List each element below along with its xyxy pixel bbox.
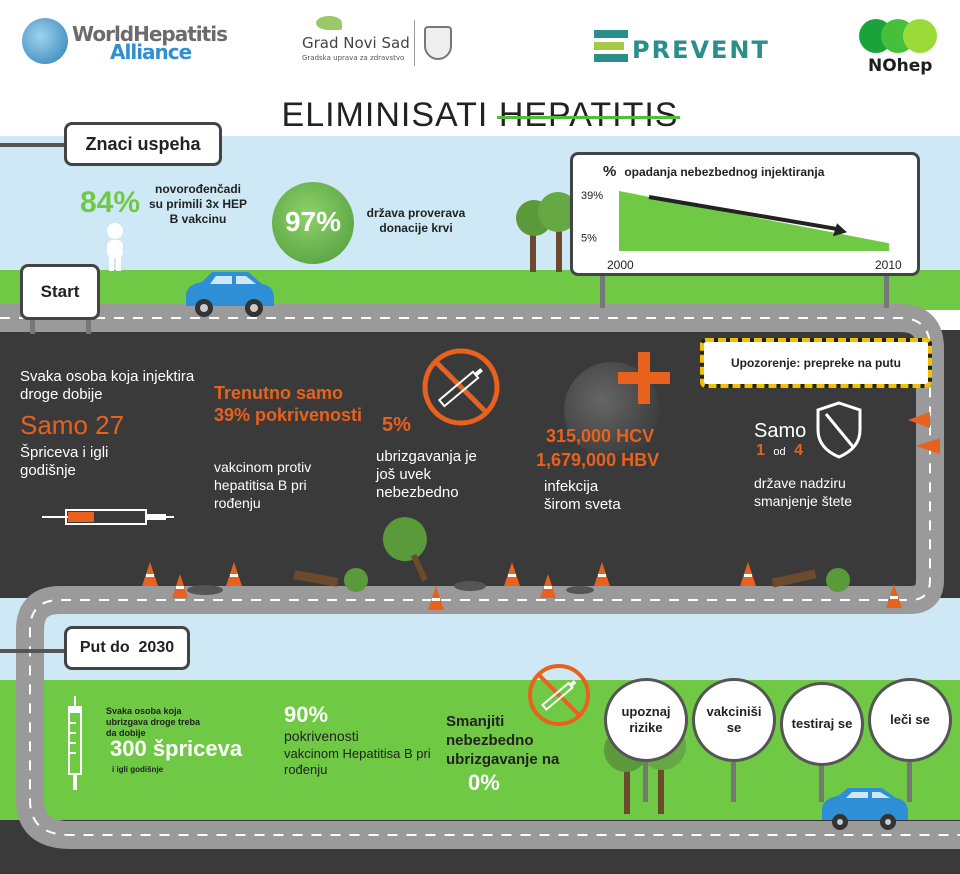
round-sign-vaccinate: vakciniši se [692, 678, 776, 762]
round-sign-test: testiraj se [780, 682, 864, 766]
round-sign-pole [819, 766, 824, 802]
shield-icon [814, 400, 864, 460]
goal-sign: Put do 2030 [64, 626, 190, 670]
chart-x-tick-label: 2000 [607, 258, 634, 272]
road-stat1-outro: Špriceva i igli godišnje [20, 444, 109, 479]
sign-post [0, 649, 66, 653]
novi-sad-logo-name: Grad Novi Sad [302, 34, 410, 52]
chart-title-percent: % [603, 163, 617, 180]
billboard-pole [600, 276, 605, 308]
vertical-syringe-icon [64, 696, 86, 792]
start-sign-pole [86, 320, 91, 334]
road-stat5-text: države nadziru smanjenje štete [754, 475, 853, 509]
stat-97-text: država proverava donacije krvi [366, 206, 466, 235]
nohep-circles-icon [858, 18, 938, 54]
logo-divider [414, 20, 415, 66]
chart-title-text: opadanja nebezbednog injektiranja [624, 165, 825, 179]
road-stat5-1: 1 [756, 442, 765, 459]
goal2-value: 90% [284, 702, 329, 727]
page-title-struck-word: HEPATITIS [496, 96, 681, 134]
chart-x-tick-label: 2010 [875, 258, 902, 272]
goal2-text1: pokrivenosti [284, 728, 359, 744]
car-icon [816, 786, 912, 834]
road-stat2-value: Trenutno samo 39% pokrivenosti [214, 383, 363, 425]
sign-post [0, 143, 66, 147]
road-stat4-value1: 315,000 HCV [546, 426, 655, 446]
chart-billboard: % opadanja nebezbednog injektiranja 39% 5%… [570, 152, 920, 276]
road-stat1-value: Samo 27 [20, 410, 125, 440]
road-stat5-4: 4 [794, 442, 803, 459]
no-syringe-icon [526, 662, 592, 728]
world-hepatitis-logo-line1: WorldHepatitis [72, 22, 228, 46]
road-stat4-text: infekcija širom sveta [544, 478, 621, 513]
road-stat3-text: ubrizgavanja je još uvek nebezbedno [376, 448, 477, 501]
round-sign-pole [643, 762, 648, 802]
road-stat2-text: vakcinom protiv hepatitisa B pri rođenju [214, 459, 312, 511]
stat-97-value: 97% [284, 206, 342, 237]
car-icon [178, 270, 278, 320]
stat-84-text: novorođenčadi su primili 3x HEP B vakcin… [148, 182, 248, 226]
warning-sign: Upozorenje: prepreke na putu [700, 338, 932, 388]
page-title-prefix: ELIMINISATI [281, 96, 499, 134]
globe-icon [272, 182, 354, 264]
goal1-sub: i igli godišnje [112, 765, 164, 774]
chart-y-tick-label: 5% [581, 232, 597, 244]
round-sign-treat: leči se [868, 678, 952, 762]
eprevent-logo-text: PREVENT [632, 36, 770, 64]
road-stat1-intro: Svaka osoba koja injektira droge dobije [20, 368, 195, 403]
road-stat5-od: od [773, 446, 786, 458]
chart-trend-arrow [648, 195, 840, 232]
road-stat3-value: 5% [382, 414, 411, 436]
no-syringe-icon [420, 346, 502, 428]
billboard-pole [884, 276, 889, 308]
goal3-value: 0% [468, 770, 500, 795]
plus-icon [618, 352, 670, 404]
goal1-value: 300 špriceva [110, 736, 243, 761]
warning-sign-text: Upozorenje: prepreke na putu [730, 356, 902, 370]
world-hepatitis-globe-icon [22, 18, 68, 64]
goal2-text2: vakcinom Hepatitisa B pri rođenju [284, 746, 431, 777]
goal3-text: Smanjiti nebezbedno ubrizgavanje na [446, 713, 560, 768]
chart-area-series [619, 191, 889, 251]
chart-svg: 39% 5% 2000 2010 [581, 190, 902, 272]
start-sign-pole [30, 320, 35, 334]
eprevent-e-icon [594, 30, 628, 62]
nohep-logo-text: NOhep [868, 56, 933, 76]
world-hepatitis-logo-line2: Alliance [110, 40, 192, 64]
road-stat4-value2: 1,679,000 HBV [536, 450, 660, 470]
chart-trend-arrowhead [833, 223, 847, 237]
novi-sad-logo-sub: Gradska uprava za zdravstvo [302, 54, 405, 62]
chart-title: % opadanja nebezbednog injektiranja [603, 163, 824, 180]
round-sign-pole [731, 762, 736, 802]
round-sign-know-risks: upoznaj rizike [604, 678, 688, 762]
road-stat5-line: 1 od 4 [756, 442, 803, 460]
round-sign-pole [907, 762, 912, 802]
dove-icon [316, 16, 342, 30]
syringe-icon [40, 506, 174, 528]
logo-bar: WorldHepatitis Alliance Grad Novi Sad Gr… [0, 0, 960, 90]
goal1-text: Svaka osoba koja ubrizgava droge treba d… [106, 706, 201, 738]
start-sign: Start [20, 264, 100, 320]
road-stat5-samo: Samo [754, 420, 807, 442]
tree-icon [512, 188, 582, 274]
grass-top [0, 270, 960, 310]
coat-of-arms-icon [424, 26, 452, 60]
success-sign: Znaci uspeha [64, 122, 222, 166]
stat-84-value: 84% [80, 186, 141, 219]
page-title: ELIMINISATI HEPATITIS [0, 96, 960, 135]
chart-y-tick-label: 39% [581, 190, 603, 202]
baby-icon [104, 222, 126, 272]
